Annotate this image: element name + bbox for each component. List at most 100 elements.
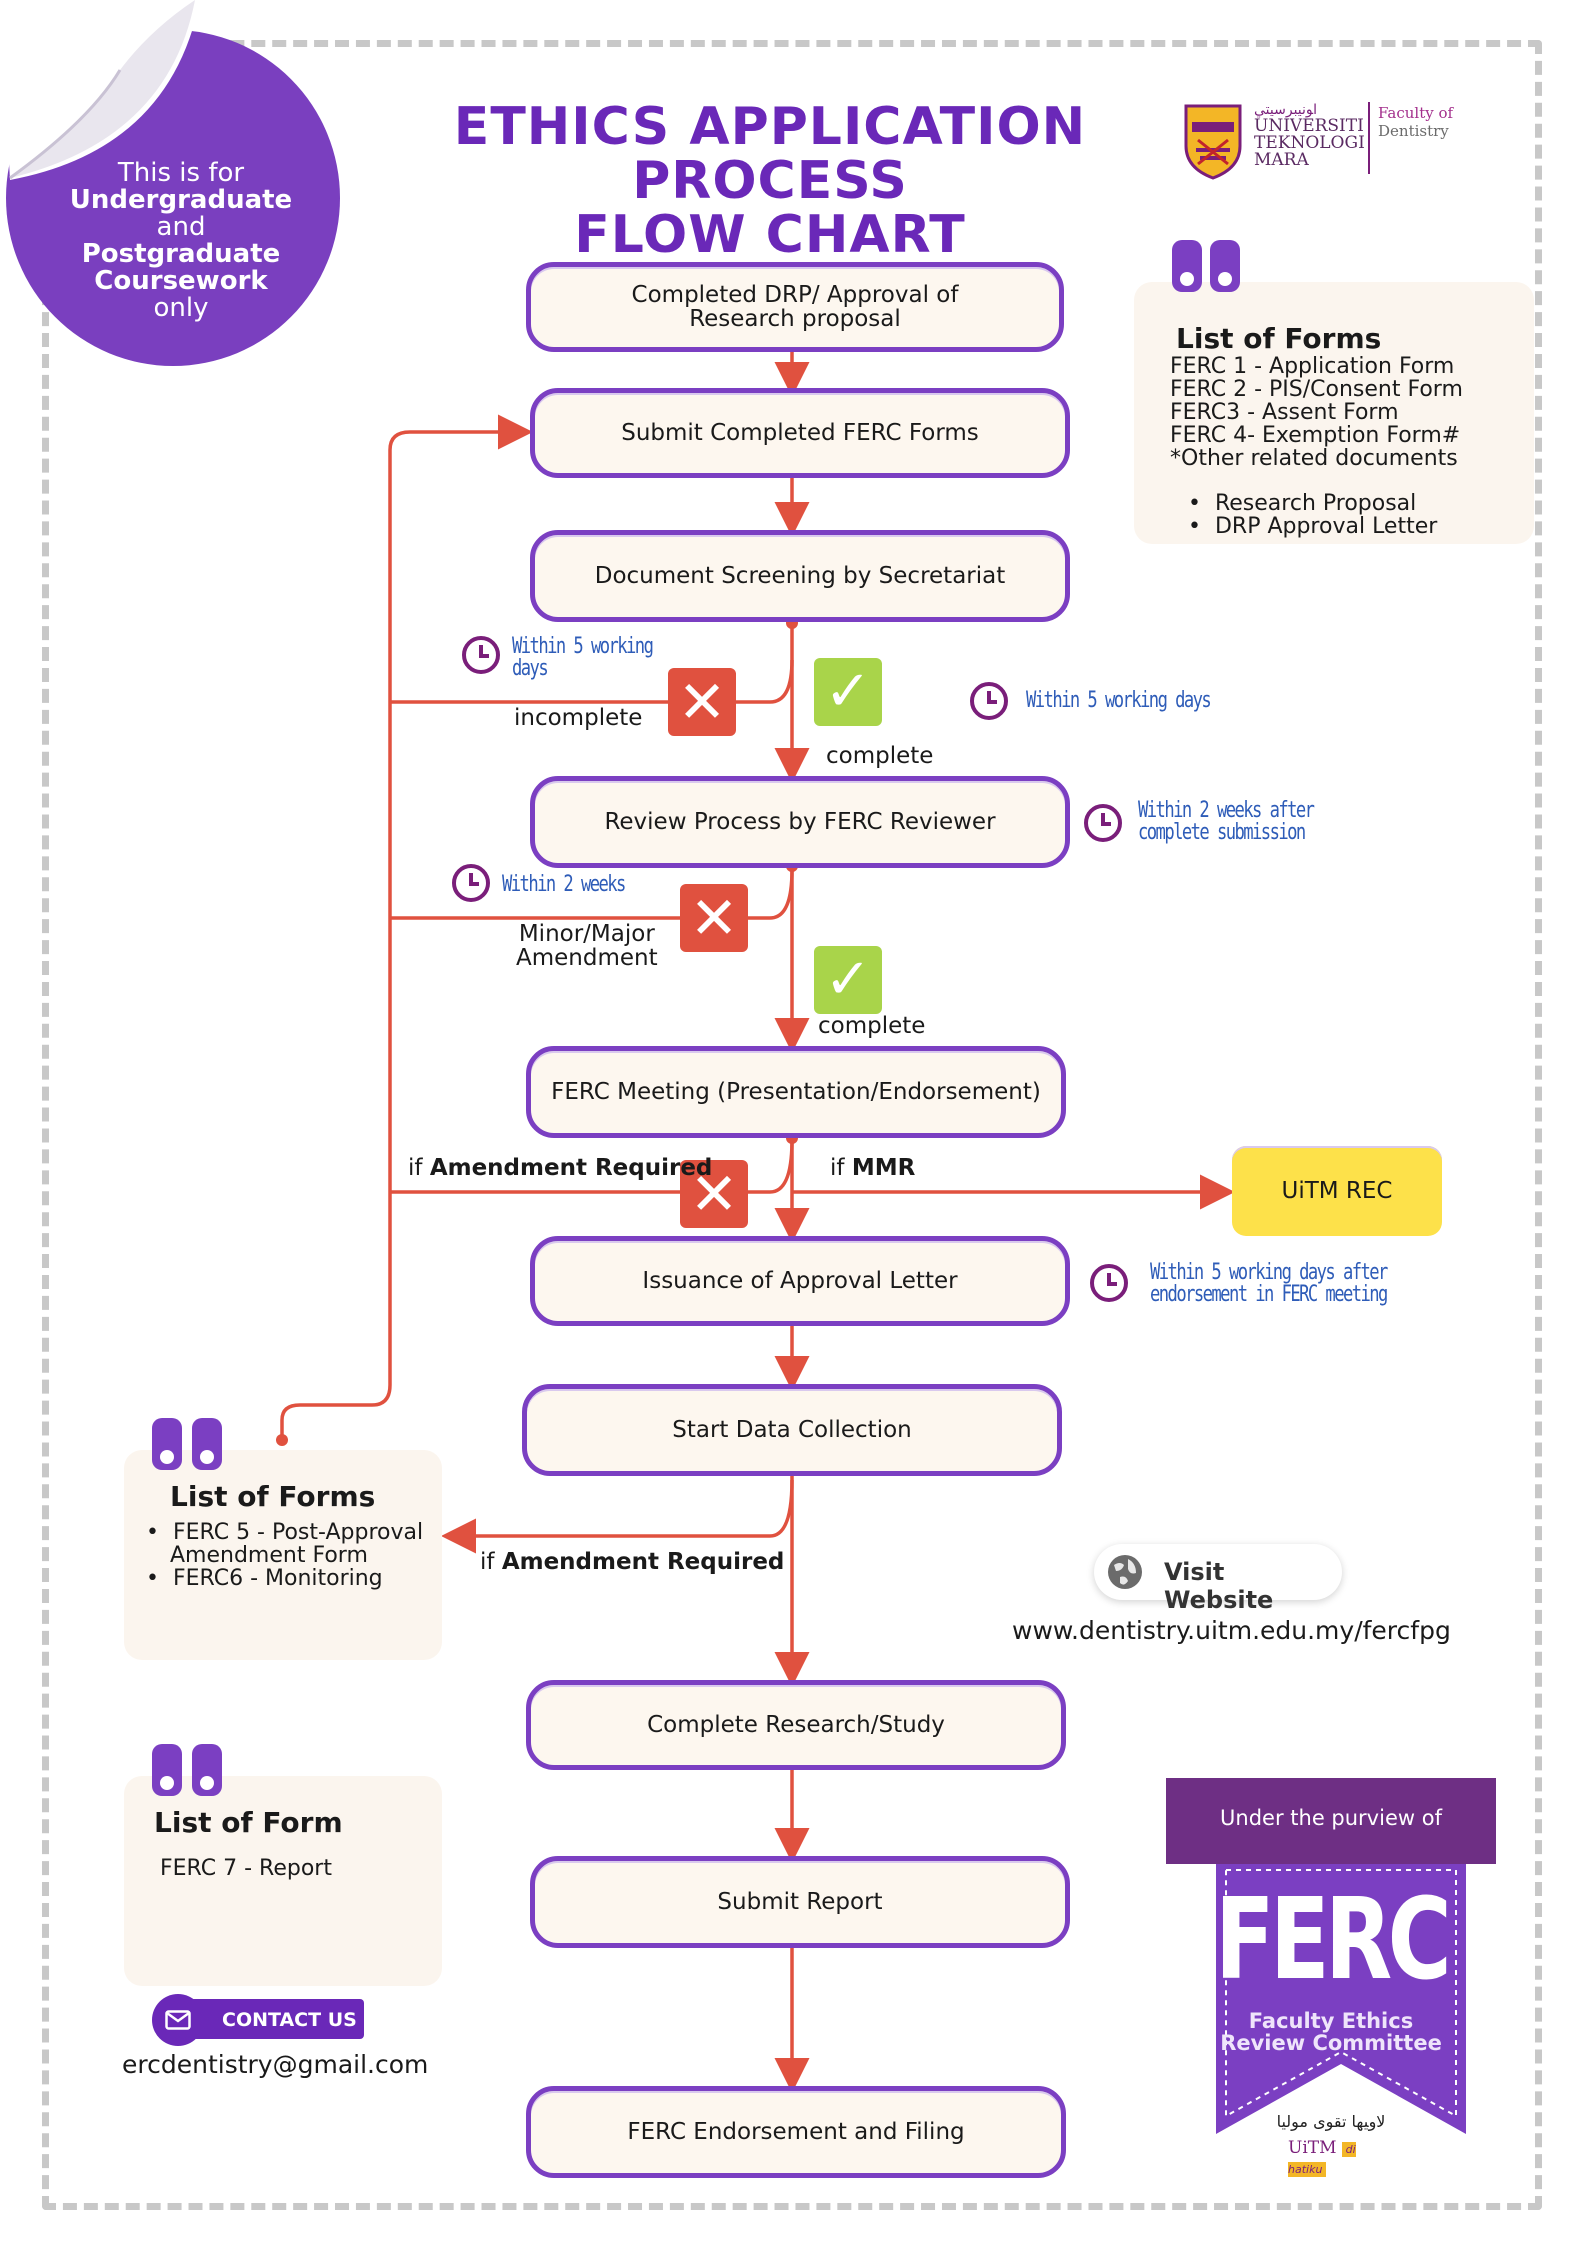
logo-text: UNIVERSITI TEKNOLOGI MARA [1254,118,1365,169]
label-minor-major: Minor/Major Amendment [516,922,658,970]
label-complete-2: complete [818,1013,926,1039]
node-ferc-meeting: FERC Meeting (Presentation/Endorsement) [526,1046,1066,1138]
mail-icon [165,2010,191,2030]
form-item-ferc6: • FERC6 - Monitoring [146,1566,383,1591]
loop-main [280,414,533,1440]
form-item-5: *Other related documents [1170,446,1458,471]
label-minor-major-line-1: Minor/Major [518,921,655,947]
logo-line-2: TEKNOLOGI [1254,133,1365,153]
check-icon-complete-2: ✓ [814,946,882,1014]
faculty-line-1: Faculty of [1378,104,1454,122]
ferc-title: FERC [1214,1875,1452,2005]
node-start-data-collection: Start Data Collection [522,1384,1062,1476]
badge-line-1: This is for [117,158,245,188]
contact-us-label: CONTACT US [222,2009,357,2031]
node-submit-report: Submit Report [530,1856,1070,1948]
note-c-line-1: Within 2 weeks after [1138,798,1315,823]
visit-website-button[interactable]: Visit Website [1094,1544,1342,1614]
form-item-ferc7: FERC 7 - Report [160,1856,332,1881]
badge-line-4: Postgraduate [81,239,281,269]
form-bullet-1: • Research Proposal [1188,491,1417,516]
note-within-5-days-a: Within 5 working days [512,634,654,681]
node-submit-forms-label: Submit Completed FERC Forms [621,420,979,446]
node-submit-forms: Submit Completed FERC Forms [530,388,1070,478]
title-line-1: ETHICS APPLICATION PROCESS [453,97,1087,211]
ferc-purview-text: Under the purview of [1220,1806,1442,1830]
ferc-arabic-motto: ﻟﺎﻭﻴﻬﺎ ﺗﻘﻮﻯ ﻣﻮﻟﻴﺎ [1276,2112,1386,2131]
forms-panel-initial-heading: List of Forms [1176,322,1382,355]
forms-panel-initial-list: FERC 1 - Application Form FERC 2 - PIS/C… [1170,355,1534,538]
node-document-screening: Document Screening by Secretariat [530,530,1070,622]
reject-icon-amendment-2: ✕ [680,1160,748,1228]
note-within-2-weeks-after: Within 2 weeks after complete submission [1138,798,1315,844]
node-review-process: Review Process by FERC Reviewer [530,776,1070,868]
contact-email[interactable]: ercdentistry@gmail.com [122,2050,429,2079]
note-a-line-1: Within 5 working [512,634,654,659]
ferc-badge: Under the purview of FERC Faculty Ethics… [1166,1778,1496,2198]
ferc-ribbon [1216,1864,1466,2134]
node-approval-letter-label: Issuance of Approval Letter [642,1268,958,1294]
note-within-5-days-after-endorsement: Within 5 working days after endorsement … [1150,1260,1388,1307]
form-item-4: FERC 4- Exemption Form# [1170,423,1461,448]
forms-panel-post-approval-list: • FERC 5 - Post-Approval Amendment Form … [146,1521,442,1590]
quote-icon [192,1744,222,1796]
node-review-process-label: Review Process by FERC Reviewer [604,809,996,835]
forms-panel-report: List of Form FERC 7 - Report [124,1776,442,1986]
note-e-line-1: Within 5 working days after [1150,1260,1388,1285]
logo-arabic: ﺍﻮﻧﻴﺒﺮﺳﻴﺘﻲ [1254,102,1318,118]
node-complete-research: Complete Research/Study [526,1680,1066,1770]
label-incomplete: incomplete [514,705,643,731]
label-minor-major-line-2: Amendment [516,945,658,971]
ferc-banner-top [1166,1778,1496,1864]
node-document-screening-label: Document Screening by Secretariat [594,563,1006,589]
visit-website-label: Visit Website [1164,1558,1274,1614]
form-bullet-2-text: DRP Approval Letter [1214,514,1438,539]
note-within-2-weeks: Within 2 weeks [502,872,626,897]
badge-line-6: only [153,293,209,323]
label-if-1: if [408,1155,430,1181]
forms-panel-initial: List of Forms FERC 1 - Application Form … [1134,282,1534,544]
quote-icon [152,1744,182,1796]
logo-line-3: MARA [1254,150,1309,170]
form-item-ferc5-line-2: Amendment Form [170,1543,368,1568]
globe-icon [1108,1555,1142,1589]
label-amendment-required-2-text: Amendment Required [501,1549,785,1575]
node-submit-report-label: Submit Report [717,1889,883,1915]
reject-icon-amendment-1: ✕ [680,884,748,952]
uitm-crest-icon [1184,104,1242,180]
label-amendment-required-1-text: Amendment Required [429,1155,713,1181]
clock-icon-c [1084,804,1122,842]
page-border [42,40,1542,2210]
form-bullet-1-text: Research Proposal [1214,491,1417,516]
node-approval-letter: Issuance of Approval Letter [530,1236,1070,1326]
loop-amendment-2 [390,1139,794,1194]
note-e-line-2: endorsement in FERC meeting [1150,1282,1388,1307]
forms-panel-post-approval: List of Forms • FERC 5 - Post-Approval A… [124,1450,442,1660]
check-icon-complete-1: ✓ [814,658,882,726]
contact-pill [176,1999,364,2039]
node-ferc-endorsement-label: FERC Endorsement and Filing [627,2119,965,2145]
uitm-dihatiku-logo: UiTM di hatiku [1288,2138,1384,2177]
uitm-logo: ﺍﻮﻧﻴﺒﺮﺳﻴﺘﻲ UNIVERSITI TEKNOLOGI MARA Fac… [1182,102,1462,182]
form-bullet-2: • DRP Approval Letter [1188,514,1438,539]
form-item-ferc5-line-1: FERC 5 - Post-Approval [172,1520,424,1545]
clock-icon-e [1090,1264,1128,1302]
website-url[interactable]: www.dentistry.uitm.edu.my/fercfpg [1012,1616,1451,1645]
label-if-2: if [830,1155,852,1181]
faculty-line-2: Dentistry [1378,122,1449,140]
form-item-ferc6-text: FERC6 - Monitoring [172,1566,383,1591]
clock-icon-d [452,864,490,902]
label-complete-1: complete [826,743,934,769]
forms-panel-post-approval-heading: List of Forms [170,1480,376,1513]
clock-icon-a [462,636,500,674]
reject-icon-incomplete: ✕ [668,668,736,736]
clock-icon-b [970,682,1008,720]
note-a-line-2: days [512,656,549,681]
node-completed-drp: Completed DRP/ Approval of Research prop… [526,262,1064,352]
loop-incomplete [390,659,794,704]
logo-line-1: UNIVERSITI [1254,116,1364,136]
node-ferc-endorsement: FERC Endorsement and Filing [526,2086,1066,2178]
contact-us-button[interactable]: CONTACT US [152,1994,364,2046]
node-completed-drp-line-1: Completed DRP/ Approval of [631,282,959,308]
